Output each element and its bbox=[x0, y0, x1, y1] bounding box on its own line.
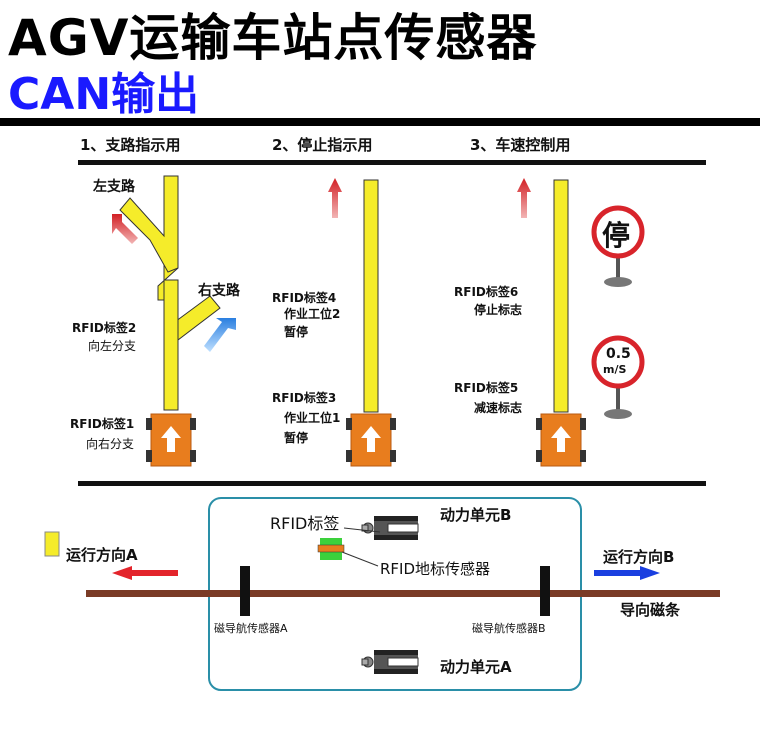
direction-b-arrow bbox=[594, 566, 660, 580]
nav-sensor-a-label: 磁导航传感器A bbox=[214, 622, 288, 635]
rfid-tag5-label: RFID标签5 bbox=[454, 381, 519, 395]
direction-b-label: 运行方向B bbox=[603, 548, 675, 566]
stop-sign-icon bbox=[591, 205, 645, 287]
agv-cart-2 bbox=[345, 413, 397, 467]
nav-sensor-b-label: 磁导航传感器B bbox=[472, 622, 546, 635]
rfid-tag4-label: RFID标签4 bbox=[272, 291, 337, 305]
speed-track-arrow bbox=[517, 178, 531, 218]
speed-sign-unit: m/S bbox=[603, 363, 627, 376]
guide-strip-label: 导向磁条 bbox=[620, 601, 681, 619]
stop-track bbox=[363, 179, 379, 413]
section-divider-bottom bbox=[78, 481, 706, 486]
direction-a-arrow bbox=[112, 566, 178, 580]
sensor-leader-line bbox=[341, 551, 379, 567]
agv-cart-3 bbox=[535, 413, 587, 467]
rfid-sensor-label: RFID地标传感器 bbox=[380, 560, 491, 578]
stop-track-arrow bbox=[328, 178, 342, 218]
rfid-tag-block bbox=[317, 544, 345, 553]
rfid-tag5-desc: 减速标志 bbox=[474, 401, 523, 415]
power-unit-b-label: 动力单元B bbox=[440, 506, 512, 524]
rfid-tag3-action: 暂停 bbox=[284, 431, 309, 445]
rfid-tag4-station: 作业工位2 bbox=[284, 307, 341, 321]
speed-track bbox=[553, 179, 569, 413]
guide-strip bbox=[86, 590, 720, 597]
branch-track bbox=[119, 175, 221, 411]
rfid-tag2-label: RFID标签2 bbox=[72, 321, 137, 335]
section-heading-branch: 1、支路指示用 bbox=[80, 136, 181, 154]
rfid-tag4-action: 暂停 bbox=[284, 325, 309, 339]
direction-legend-swatch bbox=[44, 531, 60, 557]
nav-sensor-a bbox=[240, 566, 250, 616]
nav-sensor-b bbox=[540, 566, 550, 616]
rfid-tag6-desc: 停止标志 bbox=[474, 303, 523, 317]
rfid-tag1-label: RFID标签1 bbox=[70, 417, 135, 431]
section-heading-stop: 2、停止指示用 bbox=[272, 136, 373, 154]
right-branch-label: 右支路 bbox=[198, 283, 240, 299]
rfid-tag6-label: RFID标签6 bbox=[454, 285, 519, 299]
right-branch-arrow bbox=[204, 318, 236, 352]
section-divider-top bbox=[78, 160, 706, 165]
power-unit-a-label: 动力单元A bbox=[440, 658, 512, 676]
agv-cart-1 bbox=[145, 413, 197, 467]
speed-sign-value: 0.5 bbox=[606, 346, 631, 362]
page-subtitle: CAN输出 bbox=[8, 69, 200, 120]
direction-a-label: 运行方向A bbox=[66, 546, 138, 564]
rfid-tag3-station: 作业工位1 bbox=[284, 411, 341, 425]
rfid-tag-label: RFID标签 bbox=[270, 514, 340, 533]
power-b-leader-line bbox=[343, 527, 381, 533]
stop-sign-text: 停 bbox=[602, 219, 631, 252]
page-title: AGV运输车站点传感器 bbox=[8, 9, 538, 67]
rfid-tag2-desc: 向左分支 bbox=[88, 339, 137, 353]
section-heading-speed: 3、车速控制用 bbox=[470, 136, 571, 154]
speed-limit-sign-icon bbox=[591, 335, 645, 419]
left-branch-arrow bbox=[112, 214, 138, 244]
rfid-tag1-desc: 向右分支 bbox=[86, 437, 135, 451]
rfid-tag3-label: RFID标签3 bbox=[272, 391, 337, 405]
left-branch-label: 左支路 bbox=[93, 179, 135, 195]
header-divider bbox=[0, 118, 760, 126]
